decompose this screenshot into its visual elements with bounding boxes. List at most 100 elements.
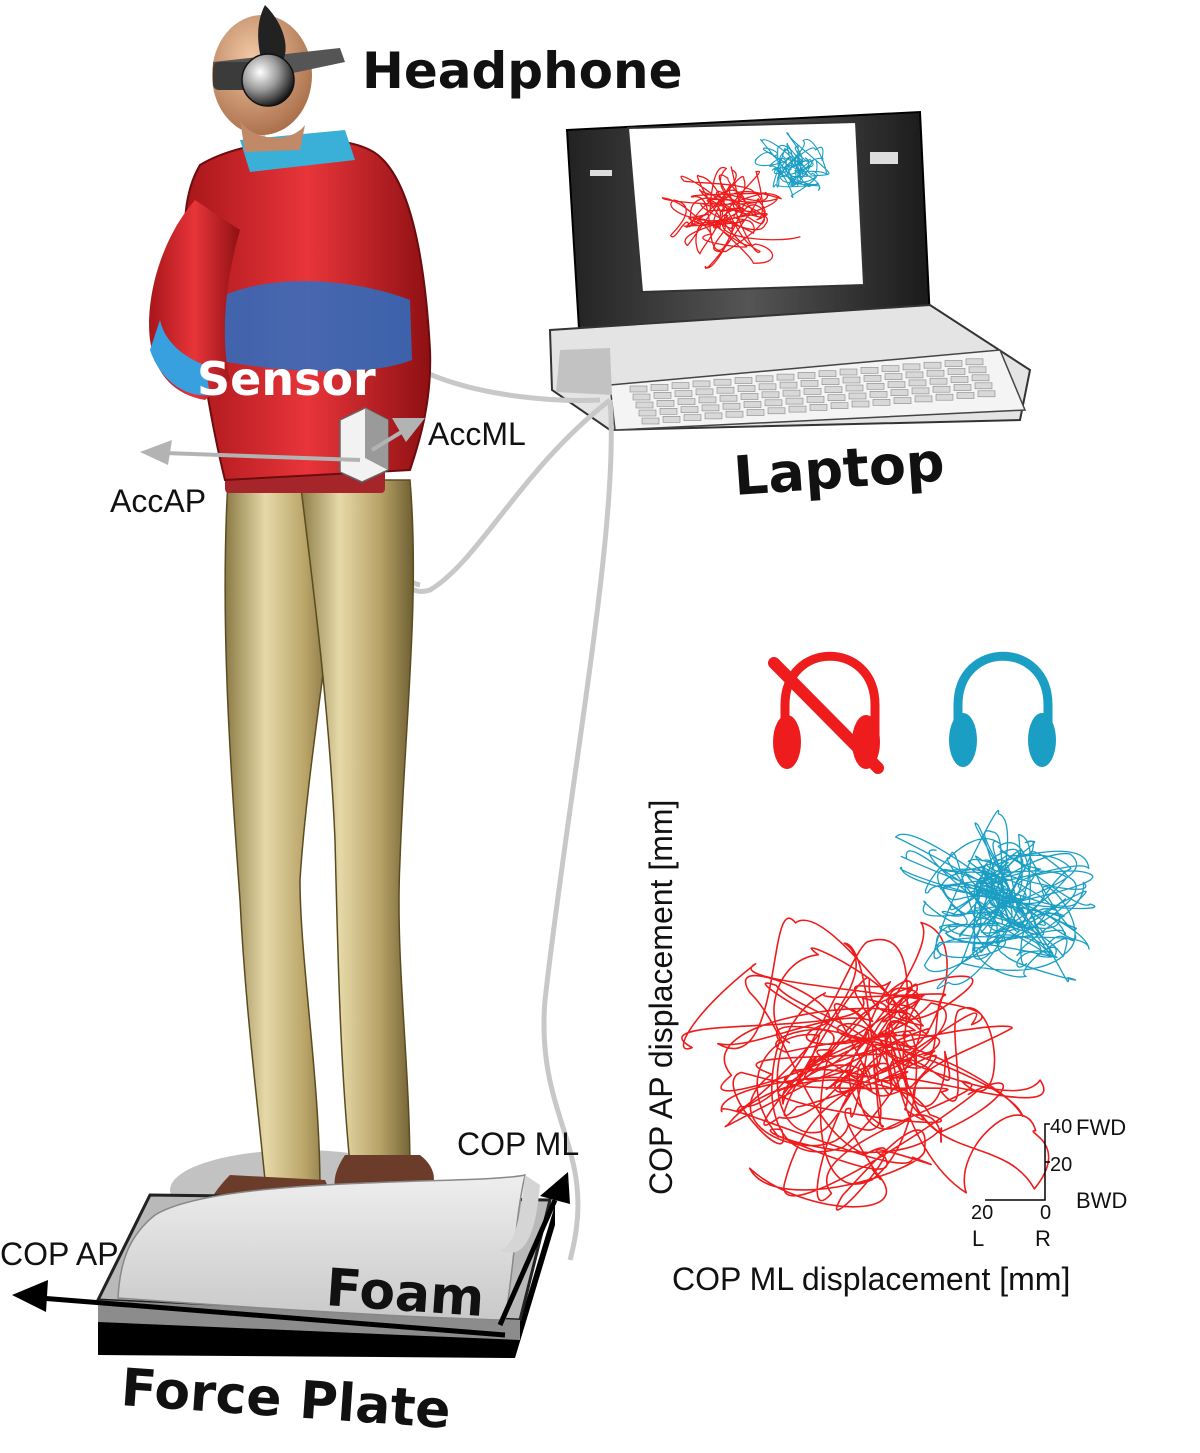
keyboard-key xyxy=(978,391,995,397)
keyboard-key xyxy=(798,372,815,378)
keyboard-key xyxy=(720,395,737,401)
keyboard-key xyxy=(819,371,836,377)
keyboard-key xyxy=(948,369,965,375)
force-plate-label: Force Plate xyxy=(119,1358,453,1441)
keyboard-key xyxy=(726,411,743,417)
keyboard-key xyxy=(951,377,968,383)
keyboard-key xyxy=(672,383,689,389)
keyboard-key xyxy=(906,372,923,378)
keyboard-key xyxy=(828,395,845,401)
headphone-icon xyxy=(949,656,1056,767)
keyboard-key xyxy=(675,391,692,397)
keyboard-key xyxy=(873,399,890,405)
keyboard-key xyxy=(735,378,752,384)
scale-bar xyxy=(985,1124,1050,1200)
keyboard-key xyxy=(705,413,722,419)
keyboard-key xyxy=(945,361,962,367)
keyboard-key xyxy=(861,367,878,373)
keyboard-key xyxy=(744,402,761,408)
scale-right: R xyxy=(1035,1226,1051,1251)
scale-x-left: 20 xyxy=(971,1202,993,1224)
keyboard-key xyxy=(702,405,719,411)
keyboard-key xyxy=(915,396,932,402)
keyboard-key xyxy=(642,418,659,424)
scale-fwd: FWD xyxy=(1076,1115,1126,1140)
keyboard-key xyxy=(891,390,908,396)
keyboard-key xyxy=(765,400,782,406)
keyboard-key xyxy=(756,376,773,382)
scale-y-top: 40 xyxy=(1050,1116,1072,1138)
person-illustration xyxy=(149,5,434,1230)
keyboard-key xyxy=(825,387,842,393)
keyboard-key xyxy=(804,388,821,394)
keyboard-key xyxy=(903,364,920,370)
keyboard-key xyxy=(807,396,824,402)
keyboard-key xyxy=(783,390,800,396)
keyboard-key xyxy=(822,379,839,385)
keyboard-key xyxy=(936,394,953,400)
keyboard-key xyxy=(957,393,974,399)
keyboard-key xyxy=(867,383,884,389)
laptop-label: Laptop xyxy=(732,430,947,508)
keyboard-key xyxy=(768,408,785,414)
keyboard-key xyxy=(846,385,863,391)
keyboard-key xyxy=(927,370,944,376)
keyboard-key xyxy=(933,386,950,392)
keyboard-key xyxy=(681,407,698,413)
keyboard-key xyxy=(651,384,668,390)
keyboard-key xyxy=(717,387,734,393)
scale-bwd: BWD xyxy=(1076,1188,1127,1213)
keyboard-key xyxy=(870,391,887,397)
keyboard-key xyxy=(696,389,713,395)
keyboard-key xyxy=(975,383,992,389)
keyboard-key xyxy=(930,378,947,384)
keyboard-key xyxy=(636,402,653,408)
keyboard-key xyxy=(843,377,860,383)
keyboard-key xyxy=(654,392,671,398)
keyboard-key xyxy=(840,369,857,375)
keyboard-key xyxy=(630,386,647,392)
foam-label: Foam xyxy=(324,1258,486,1329)
keyboard-key xyxy=(663,416,680,422)
keyboard-key xyxy=(810,404,827,410)
headphone-crossed-icon xyxy=(773,656,880,769)
keyboard-key xyxy=(894,398,911,404)
trace-without-audio xyxy=(682,918,1049,1210)
keyboard-key xyxy=(972,375,989,381)
trace-with-audio xyxy=(896,811,1095,989)
keyboard-key xyxy=(909,380,926,386)
keyboard-key xyxy=(852,401,869,407)
cop-ap-label: COP AP xyxy=(0,1236,119,1272)
keyboard-key xyxy=(924,362,941,368)
x-axis-label: COP ML displacement [mm] xyxy=(672,1261,1070,1297)
keyboard-key xyxy=(888,382,905,388)
keyboard-key xyxy=(789,406,806,412)
keyboard-key xyxy=(741,394,758,400)
scale-y-mid: 20 xyxy=(1050,1154,1072,1176)
scale-x-right: 0 xyxy=(1040,1202,1051,1224)
acc-ml-label: AccML xyxy=(428,416,526,452)
keyboard-key xyxy=(912,388,929,394)
keyboard-key xyxy=(777,374,794,380)
keyboard-key xyxy=(660,408,677,414)
keyboard-key xyxy=(657,400,674,406)
keyboard-key xyxy=(786,398,803,404)
keyboard-key xyxy=(801,380,818,386)
sensor-label: Sensor xyxy=(197,352,376,406)
keyboard-key xyxy=(738,386,755,392)
keyboard-key xyxy=(864,375,881,381)
keyboard-key xyxy=(969,367,986,373)
keyboard-key xyxy=(882,366,899,372)
keyboard-key xyxy=(633,394,650,400)
keyboard-key xyxy=(780,382,797,388)
keyboard-key xyxy=(639,410,656,416)
keyboard-key xyxy=(966,359,983,365)
keyboard-key xyxy=(885,374,902,380)
keyboard-key xyxy=(759,384,776,390)
y-axis-label: COP AP displacement [mm] xyxy=(643,800,679,1195)
cop-stabilogram-traces xyxy=(682,811,1095,1210)
scale-left: L xyxy=(972,1226,984,1251)
cop-ml-label: COP ML xyxy=(457,1126,579,1162)
keyboard-key xyxy=(699,397,716,403)
keyboard-key xyxy=(693,381,710,387)
